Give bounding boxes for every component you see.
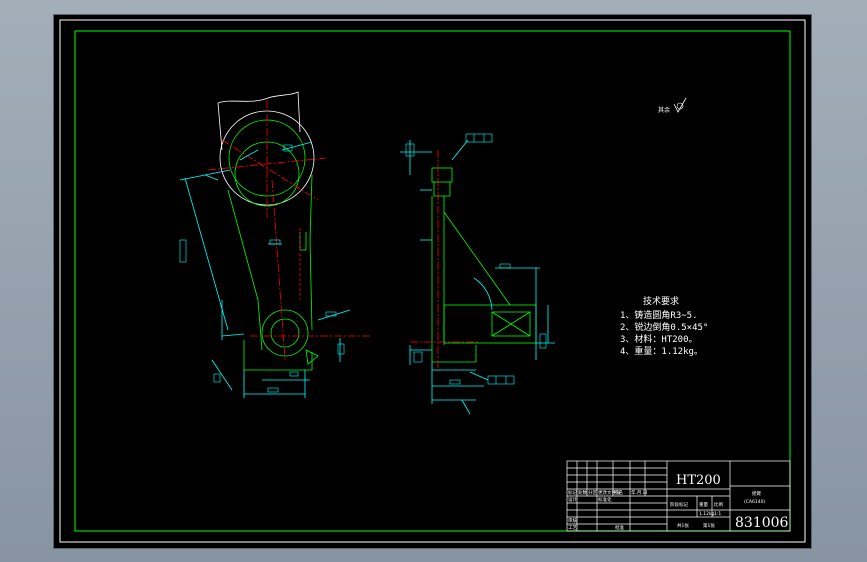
arm-slot [299, 232, 307, 251]
side-leader-bottom [469, 371, 489, 381]
tech-req-item-2: 2、锐边倒角0.5×45° [620, 321, 708, 333]
side-base [431, 345, 477, 363]
lower-notch [305, 349, 319, 365]
dim-lower-left [211, 359, 233, 391]
side-angle-arc [473, 277, 493, 311]
scale-label: 比例 [714, 501, 723, 508]
dim-text-boss [337, 343, 345, 355]
part-name: 摇臂 [752, 490, 761, 497]
leader-upper-bore [281, 141, 313, 151]
drawing-number: 831006 [735, 515, 789, 531]
arm-left-edge [227, 189, 263, 351]
tech-req-item-4: 4、重量：1.12kg。 [620, 345, 703, 357]
dim-text-inner [289, 371, 299, 377]
upper-centerline-h [207, 157, 327, 171]
leader-upper-left [239, 149, 259, 161]
dim-ext-2 [221, 333, 245, 337]
tolerance-frame-bottom [487, 375, 515, 385]
dim-text-arm [269, 239, 281, 245]
side-lower-hub [443, 304, 537, 344]
roughness-mark-label: 其余 [658, 106, 670, 114]
side-view-tolerance-frames [405, 133, 547, 385]
std-label: 标准化 [598, 496, 612, 503]
lower-boss-outer [261, 309, 309, 357]
arm-centerline [271, 179, 286, 361]
roughness-symbol-icon [673, 97, 687, 113]
weight-value: 1.12kg [699, 511, 715, 517]
dim-text-lower-left [213, 373, 221, 383]
dim-text-length [179, 239, 187, 263]
side-leader-bottom-2 [461, 399, 471, 415]
front-view [179, 91, 372, 398]
side-rib [443, 211, 511, 306]
tech-req-item-3: 3、材料：HT200。 [620, 333, 698, 345]
dim-text-base [267, 387, 279, 393]
col-mark-2: 分区 [588, 489, 597, 496]
arm-right-edge [309, 174, 313, 331]
dim-text-bore [325, 311, 337, 317]
dim-text-side-base [449, 379, 461, 385]
design-label: 设计 [568, 496, 577, 503]
front-view-dim-labels [179, 144, 345, 393]
dim-text-side-rib [499, 263, 511, 269]
col-mark-1: 处数 [578, 489, 587, 496]
leader-left-tick [204, 174, 219, 181]
weight-label: 重量 [699, 501, 708, 508]
dim-length [184, 177, 229, 331]
side-hub-bore [491, 311, 531, 337]
tech-req-title: 技术要求 [643, 295, 679, 307]
side-top-neck [433, 182, 451, 197]
side-bore-diag-2 [491, 311, 531, 337]
title-block-text: HT200 摇臂 (CA6140) 831006 标记 处数 分区 更改文件号 … [568, 473, 789, 531]
side-top-flange [431, 167, 453, 183]
dim-text-side-hub [539, 333, 547, 349]
roughness-mark: 其余 [658, 97, 687, 114]
inner-frame [74, 30, 791, 532]
check-label: 审核 [568, 517, 577, 524]
break-line [217, 91, 301, 133]
tolerance-frame-top [465, 133, 493, 143]
side-leader-top [451, 139, 469, 161]
title-block [566, 460, 791, 532]
side-view [400, 139, 555, 415]
upper-centerline-d [221, 139, 319, 201]
technical-requirements: 技术要求 1、铸造圆角R3~5. 2、锐边倒角0.5×45° 3、材料：HT20… [620, 295, 708, 357]
col-mark-0: 标记 [568, 489, 577, 496]
leader-lower-bore [317, 309, 351, 321]
sheet-number: 第1张 [703, 522, 715, 529]
col-mark-4: 签名 [614, 489, 623, 496]
tech-req-item-1: 1、铸造圆角R3~5. [620, 309, 698, 321]
dim-text-side-left [413, 351, 423, 363]
roughness-circle-icon [676, 102, 684, 110]
dim-text-side-top [405, 143, 415, 157]
lower-boss-bore [270, 318, 300, 348]
col-mark-3: 更改文件号 [598, 489, 621, 496]
stage-label: 阶段标记 [670, 501, 688, 508]
scale-value: 1:1 [714, 511, 721, 517]
dim-text-upper [283, 144, 293, 152]
part-sub: (CA6140) [744, 499, 765, 505]
outer-frame [59, 19, 806, 543]
approve-label: 批准 [615, 524, 624, 531]
col-mark-5: 年.月.日 [631, 489, 647, 496]
process-label: 工艺 [568, 525, 577, 531]
sheet-total: 共1张 [677, 522, 689, 529]
break-line-left [217, 102, 223, 151]
material-label: HT200 [676, 473, 721, 488]
drawing-sheet[interactable] [54, 15, 811, 548]
